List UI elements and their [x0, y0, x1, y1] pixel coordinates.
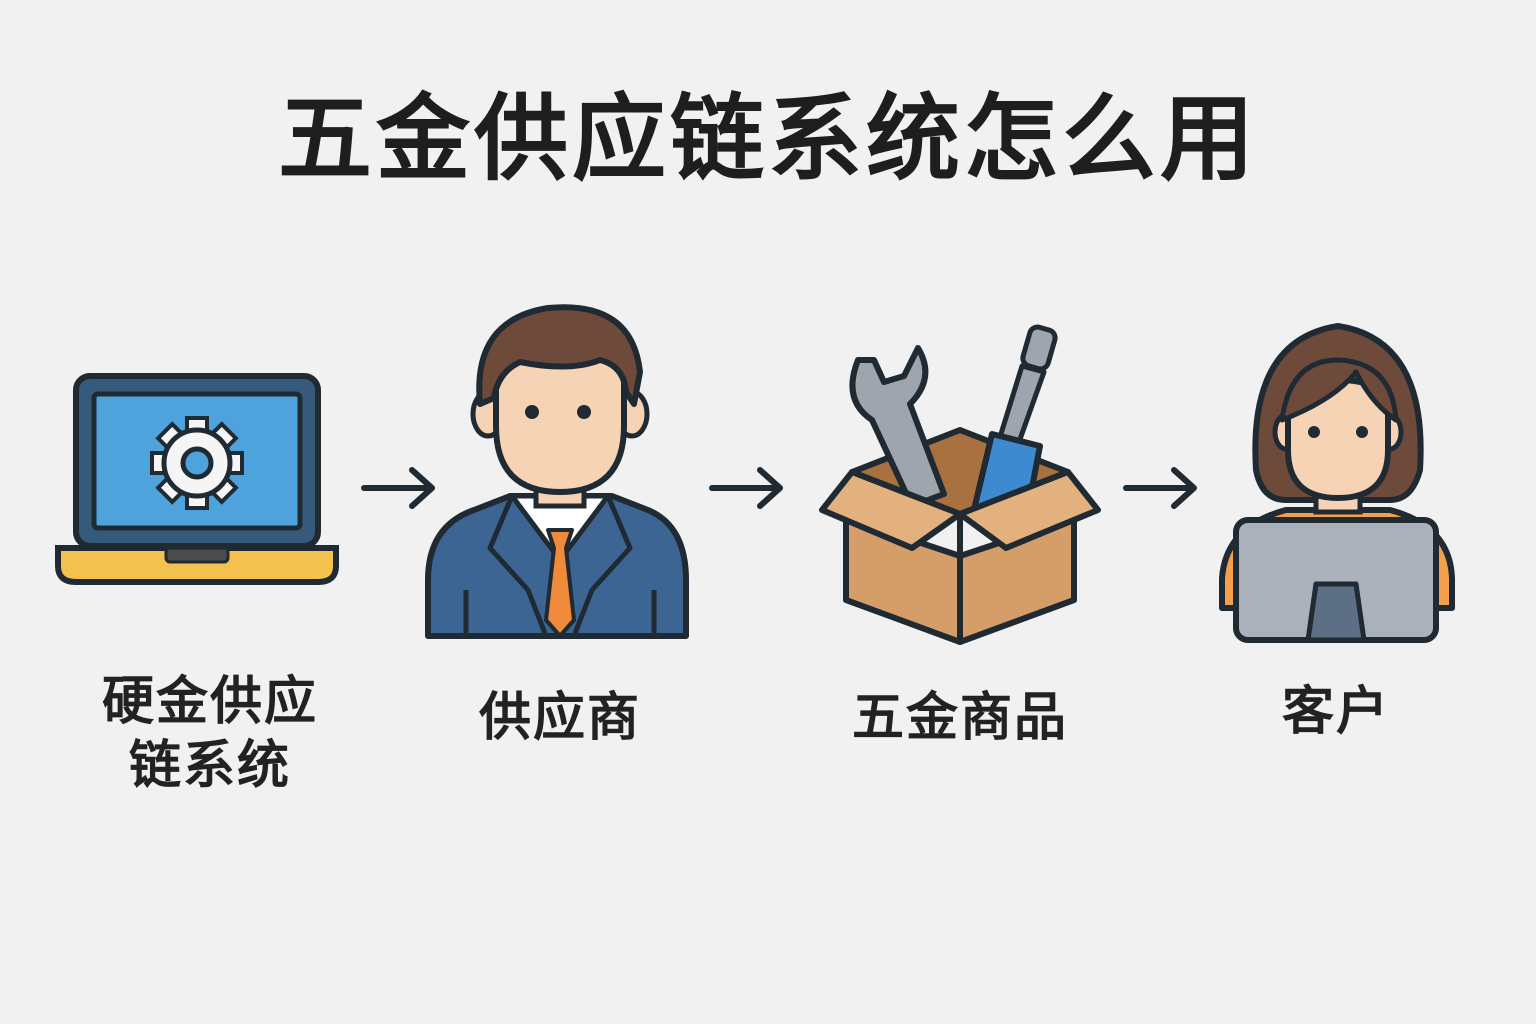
step-label-supplier: 供应商 [410, 686, 710, 750]
arrow-right-icon [361, 467, 435, 509]
gear-icon [150, 416, 244, 510]
arrow-right-icon [709, 467, 783, 509]
step-label-goods: 五金商品 [810, 686, 1110, 750]
step-label-line: 链系统 [128, 736, 291, 796]
step-label-system: 硬金供应 链系统 [60, 670, 360, 798]
step-label-line: 客户 [1281, 682, 1390, 742]
step-label-customer: 客户 [1186, 680, 1486, 744]
customer-at-computer-icon [1219, 323, 1455, 643]
step-label-line: 供应商 [478, 688, 641, 748]
arrow-right-icon [1123, 467, 1197, 509]
page-title: 五金供应链系统怎么用 [277, 85, 1258, 194]
step-label-line: 五金商品 [851, 688, 1068, 748]
hardware-box-tools-icon [819, 324, 1101, 645]
step-label-line: 硬金供应 [101, 672, 318, 732]
laptop-gear-icon [55, 373, 339, 585]
supplier-businessman-icon [425, 304, 689, 639]
wrench-icon [849, 345, 947, 509]
